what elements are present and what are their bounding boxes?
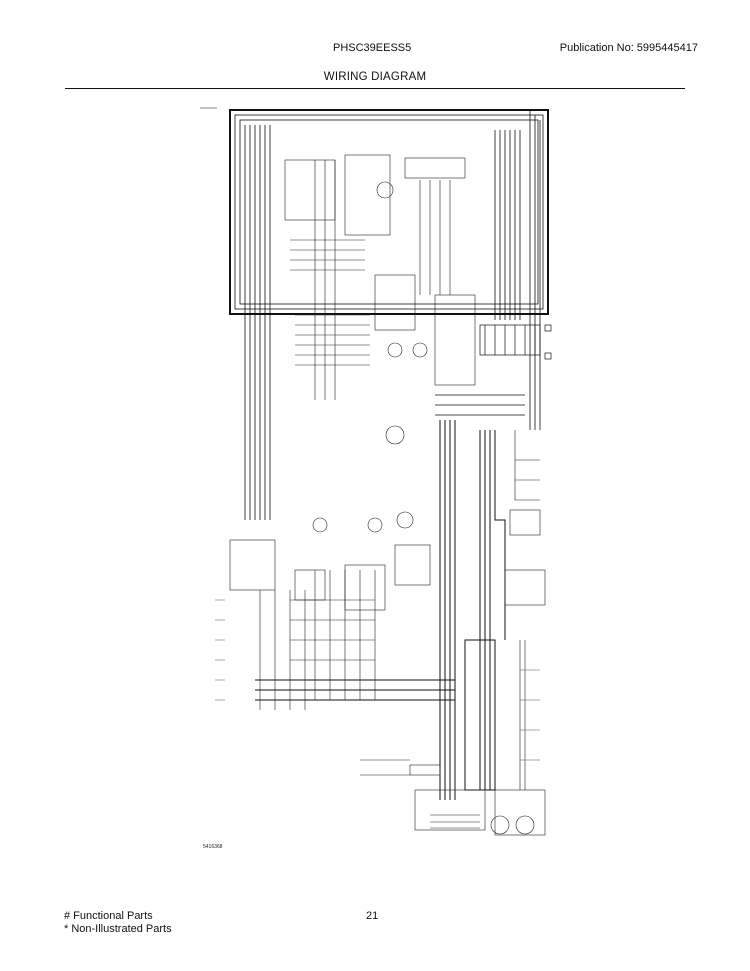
lower-components: [229, 430, 546, 836]
model-number: PHSC39EESS5: [333, 42, 412, 54]
header-rule: [65, 88, 685, 89]
wiring-diagram: 5416368: [200, 107, 552, 850]
outer-harness-lines: [200, 107, 549, 520]
publication-number: Publication No: 5995445417: [559, 42, 698, 54]
page-title: WIRING DIAGRAM: [323, 71, 427, 83]
non-illustrated-parts-note: * Non-Illustrated Parts: [64, 923, 172, 935]
leader-labels: [215, 599, 540, 761]
drawing-number: 5416368: [203, 844, 223, 850]
page-number: 21: [366, 910, 379, 922]
footer-legend: # Functional Parts * Non-Illustrated Par…: [64, 910, 172, 936]
functional-parts-note: # Functional Parts: [64, 910, 153, 922]
connector-block-right: [435, 324, 552, 416]
control-board-region: [284, 154, 476, 445]
